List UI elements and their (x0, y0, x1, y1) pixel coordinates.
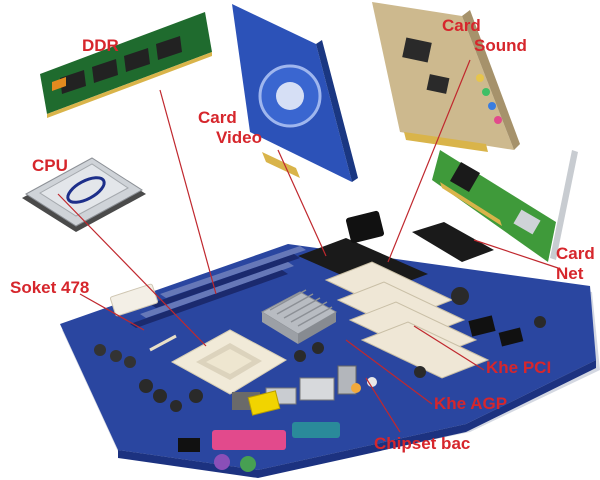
label-ddr: DDR (82, 36, 119, 56)
dimm-slots (130, 246, 306, 328)
leader-chipset (365, 377, 401, 433)
label-khe-agp: Khe AGP (434, 394, 507, 414)
network-card-icon (432, 150, 578, 262)
pci-slots (324, 261, 490, 379)
leader-ddr (159, 89, 217, 295)
ram-stick-icon (40, 12, 212, 118)
label-card-sound-line2: Sound (474, 36, 527, 55)
label-card-video-line2: Video (216, 128, 262, 147)
label-card-net-line1: Card (556, 244, 595, 263)
label-card-sound: Card Sound (442, 16, 527, 56)
leader-card-net (473, 239, 559, 269)
chipset-heatsink (260, 289, 338, 344)
label-khe-pci-line: Khe PCI (486, 358, 552, 377)
leader-card-sound (387, 59, 471, 263)
leader-soket (79, 293, 145, 331)
label-card-net-line2: Net (556, 264, 584, 283)
label-khe-agp-line: Khe AGP (434, 394, 508, 413)
cpu-socket (149, 329, 288, 395)
motherboard-icon (60, 210, 600, 478)
board-edge (118, 360, 596, 478)
label-card-net: Card Net (556, 244, 595, 284)
label-cpu-line: CPU (32, 156, 68, 175)
leader-khe-pci (413, 325, 485, 371)
sound-card-icon (372, 2, 520, 152)
rear-io-panel (212, 365, 377, 472)
label-card-video: Card Video (198, 108, 262, 148)
capacitors (94, 287, 546, 412)
leader-card-video (277, 149, 327, 257)
label-card-sound-line1: Card (442, 16, 481, 35)
graphics-card-icon (232, 4, 358, 182)
label-soket-478: Soket 478 (10, 278, 89, 298)
label-card-video-line1: Card (198, 108, 237, 127)
label-khe-pci: Khe PCI (486, 358, 551, 378)
label-cpu: CPU (32, 156, 68, 176)
label-ddr-line: DDR (82, 36, 119, 55)
leader-lines (57, 59, 559, 433)
leader-cpu (57, 193, 207, 347)
label-chipset-bac: Chipset bac (374, 434, 470, 454)
leader-khe-agp (345, 339, 433, 405)
label-chipset-bac-line: Chipset bac (374, 434, 471, 453)
cpu-chip-icon (22, 157, 146, 232)
label-soket-478-line: Soket 478 (10, 278, 90, 297)
bios-chip (247, 390, 281, 416)
